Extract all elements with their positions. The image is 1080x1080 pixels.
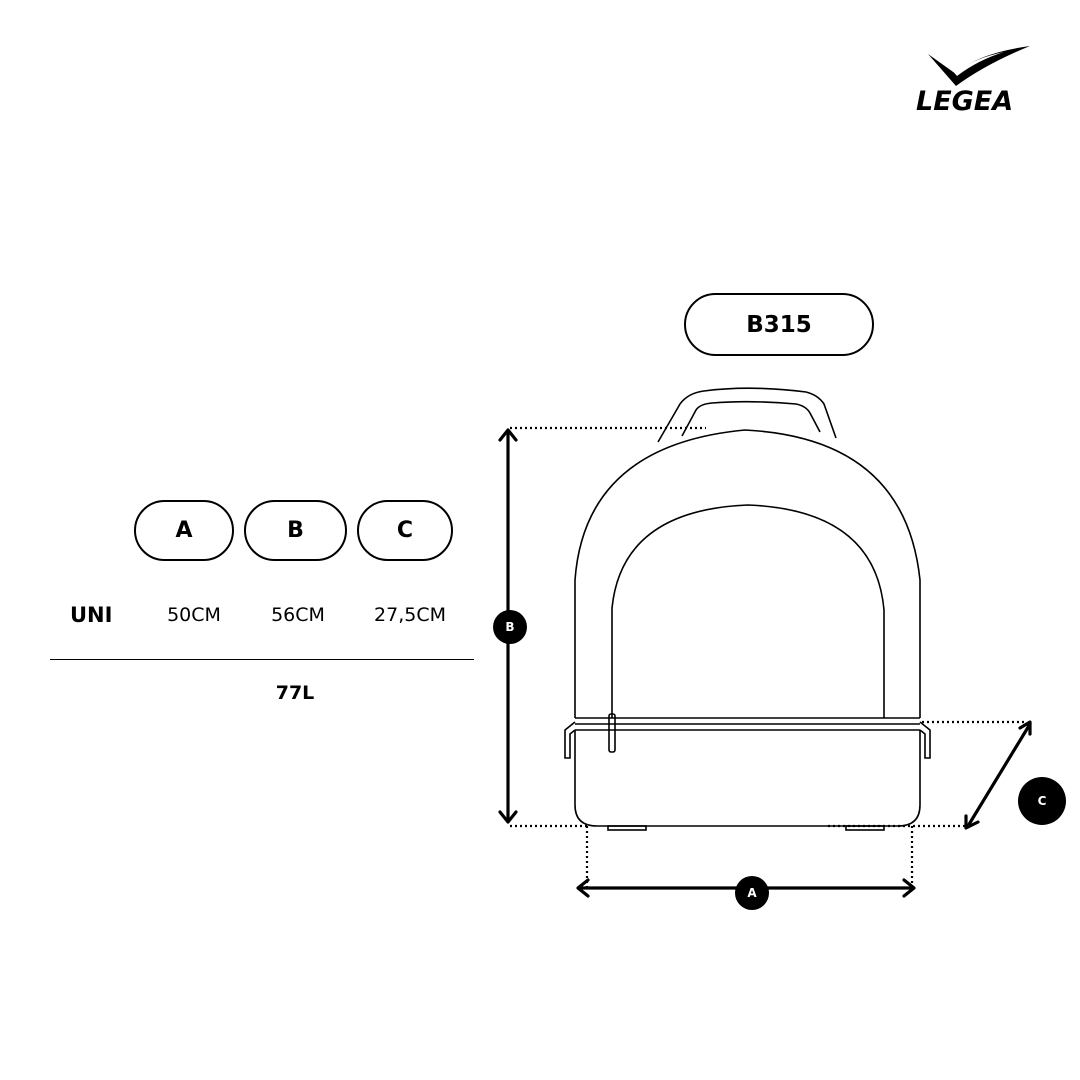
size-row-label: UNI: [70, 603, 113, 627]
column-header-a: A: [134, 500, 234, 561]
column-header-b: B: [244, 500, 347, 561]
volume-value: 77L: [275, 682, 315, 704]
model-code-badge: B315: [684, 293, 874, 356]
value-a: 50CM: [167, 604, 221, 626]
value-b: 56CM: [271, 604, 325, 626]
brand-logo: LEGEA: [912, 44, 1032, 120]
column-header-c: C: [357, 500, 453, 561]
dimension-badge-c: C: [1018, 777, 1066, 825]
value-c: 27,5CM: [374, 604, 446, 626]
dimension-badge-a: A: [735, 876, 769, 910]
legea-v-logo-icon: [928, 46, 1030, 86]
table-divider: [50, 659, 474, 660]
dimension-badge-b: B: [493, 610, 527, 644]
dimension-guides: [510, 426, 1026, 888]
brand-name: LEGEA: [916, 86, 1014, 117]
bag-outline: [564, 387, 931, 831]
